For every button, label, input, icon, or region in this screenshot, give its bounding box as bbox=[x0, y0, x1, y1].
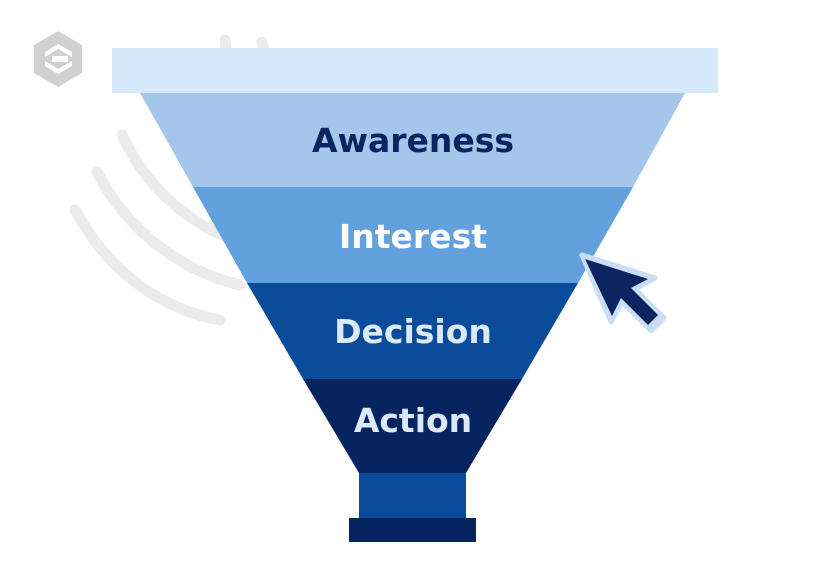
funnel-stages bbox=[140, 93, 685, 473]
funnel-rim bbox=[112, 48, 718, 93]
funnel-spout bbox=[359, 473, 466, 520]
funnel-stage-labels: Awareness Interest Decision Action bbox=[312, 121, 514, 440]
motion-arc-middle bbox=[91, 166, 246, 291]
mouse-pointer-icon bbox=[579, 252, 667, 334]
funnel-stage-action bbox=[303, 379, 522, 473]
motion-arc-outer bbox=[69, 204, 226, 326]
stage-label-awareness: Awareness bbox=[312, 121, 514, 160]
funnel-stage-awareness bbox=[140, 93, 685, 187]
logo-bar bbox=[52, 56, 68, 62]
funnel-stage-interest bbox=[193, 187, 633, 283]
stage-label-interest: Interest bbox=[339, 217, 487, 256]
stage-label-action: Action bbox=[354, 401, 472, 440]
logo-cutout bbox=[45, 44, 72, 74]
contentwriters-logo-icon bbox=[34, 31, 82, 87]
funnel-stage-decision bbox=[247, 283, 578, 379]
stage-label-decision: Decision bbox=[334, 312, 492, 351]
pointer-body bbox=[585, 259, 658, 325]
funnel-base bbox=[349, 518, 476, 542]
